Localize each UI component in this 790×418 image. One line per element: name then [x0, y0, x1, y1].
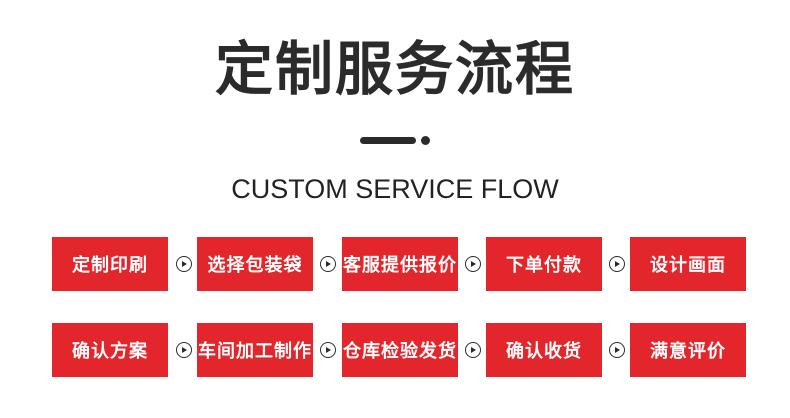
step-box: 车间加工制作 — [197, 323, 313, 377]
arrow-right-icon — [609, 256, 625, 272]
decorative-divider — [360, 134, 434, 146]
arrow-right-icon — [609, 342, 625, 358]
flow-row-1: 定制印刷 选择包装袋 客服提供报价 下单付款 设计画面 — [52, 237, 746, 291]
step-box: 下单付款 — [486, 237, 602, 291]
arrow-right-icon — [176, 342, 192, 358]
arrow-right-icon — [465, 256, 481, 272]
page-subtitle: CUSTOM SERVICE FLOW — [231, 174, 559, 204]
arrow-right-icon — [320, 342, 336, 358]
arrow-right-icon — [176, 256, 192, 272]
page-title: 定制服务流程 — [214, 35, 575, 103]
step-box: 选择包装袋 — [197, 237, 313, 291]
step-box: 设计画面 — [630, 237, 746, 291]
step-box: 客服提供报价 — [342, 237, 458, 291]
step-box: 满意评价 — [630, 323, 746, 377]
step-box: 定制印刷 — [52, 237, 168, 291]
arrow-right-icon — [465, 342, 481, 358]
divider-dot — [421, 136, 430, 145]
flow-row-2: 确认方案 车间加工制作 仓库检验发货 确认收货 满意评价 — [52, 323, 746, 377]
step-box: 确认方案 — [52, 323, 168, 377]
divider-bar — [360, 137, 416, 144]
step-box: 仓库检验发货 — [342, 323, 458, 377]
arrow-right-icon — [320, 256, 336, 272]
step-box: 确认收货 — [486, 323, 602, 377]
